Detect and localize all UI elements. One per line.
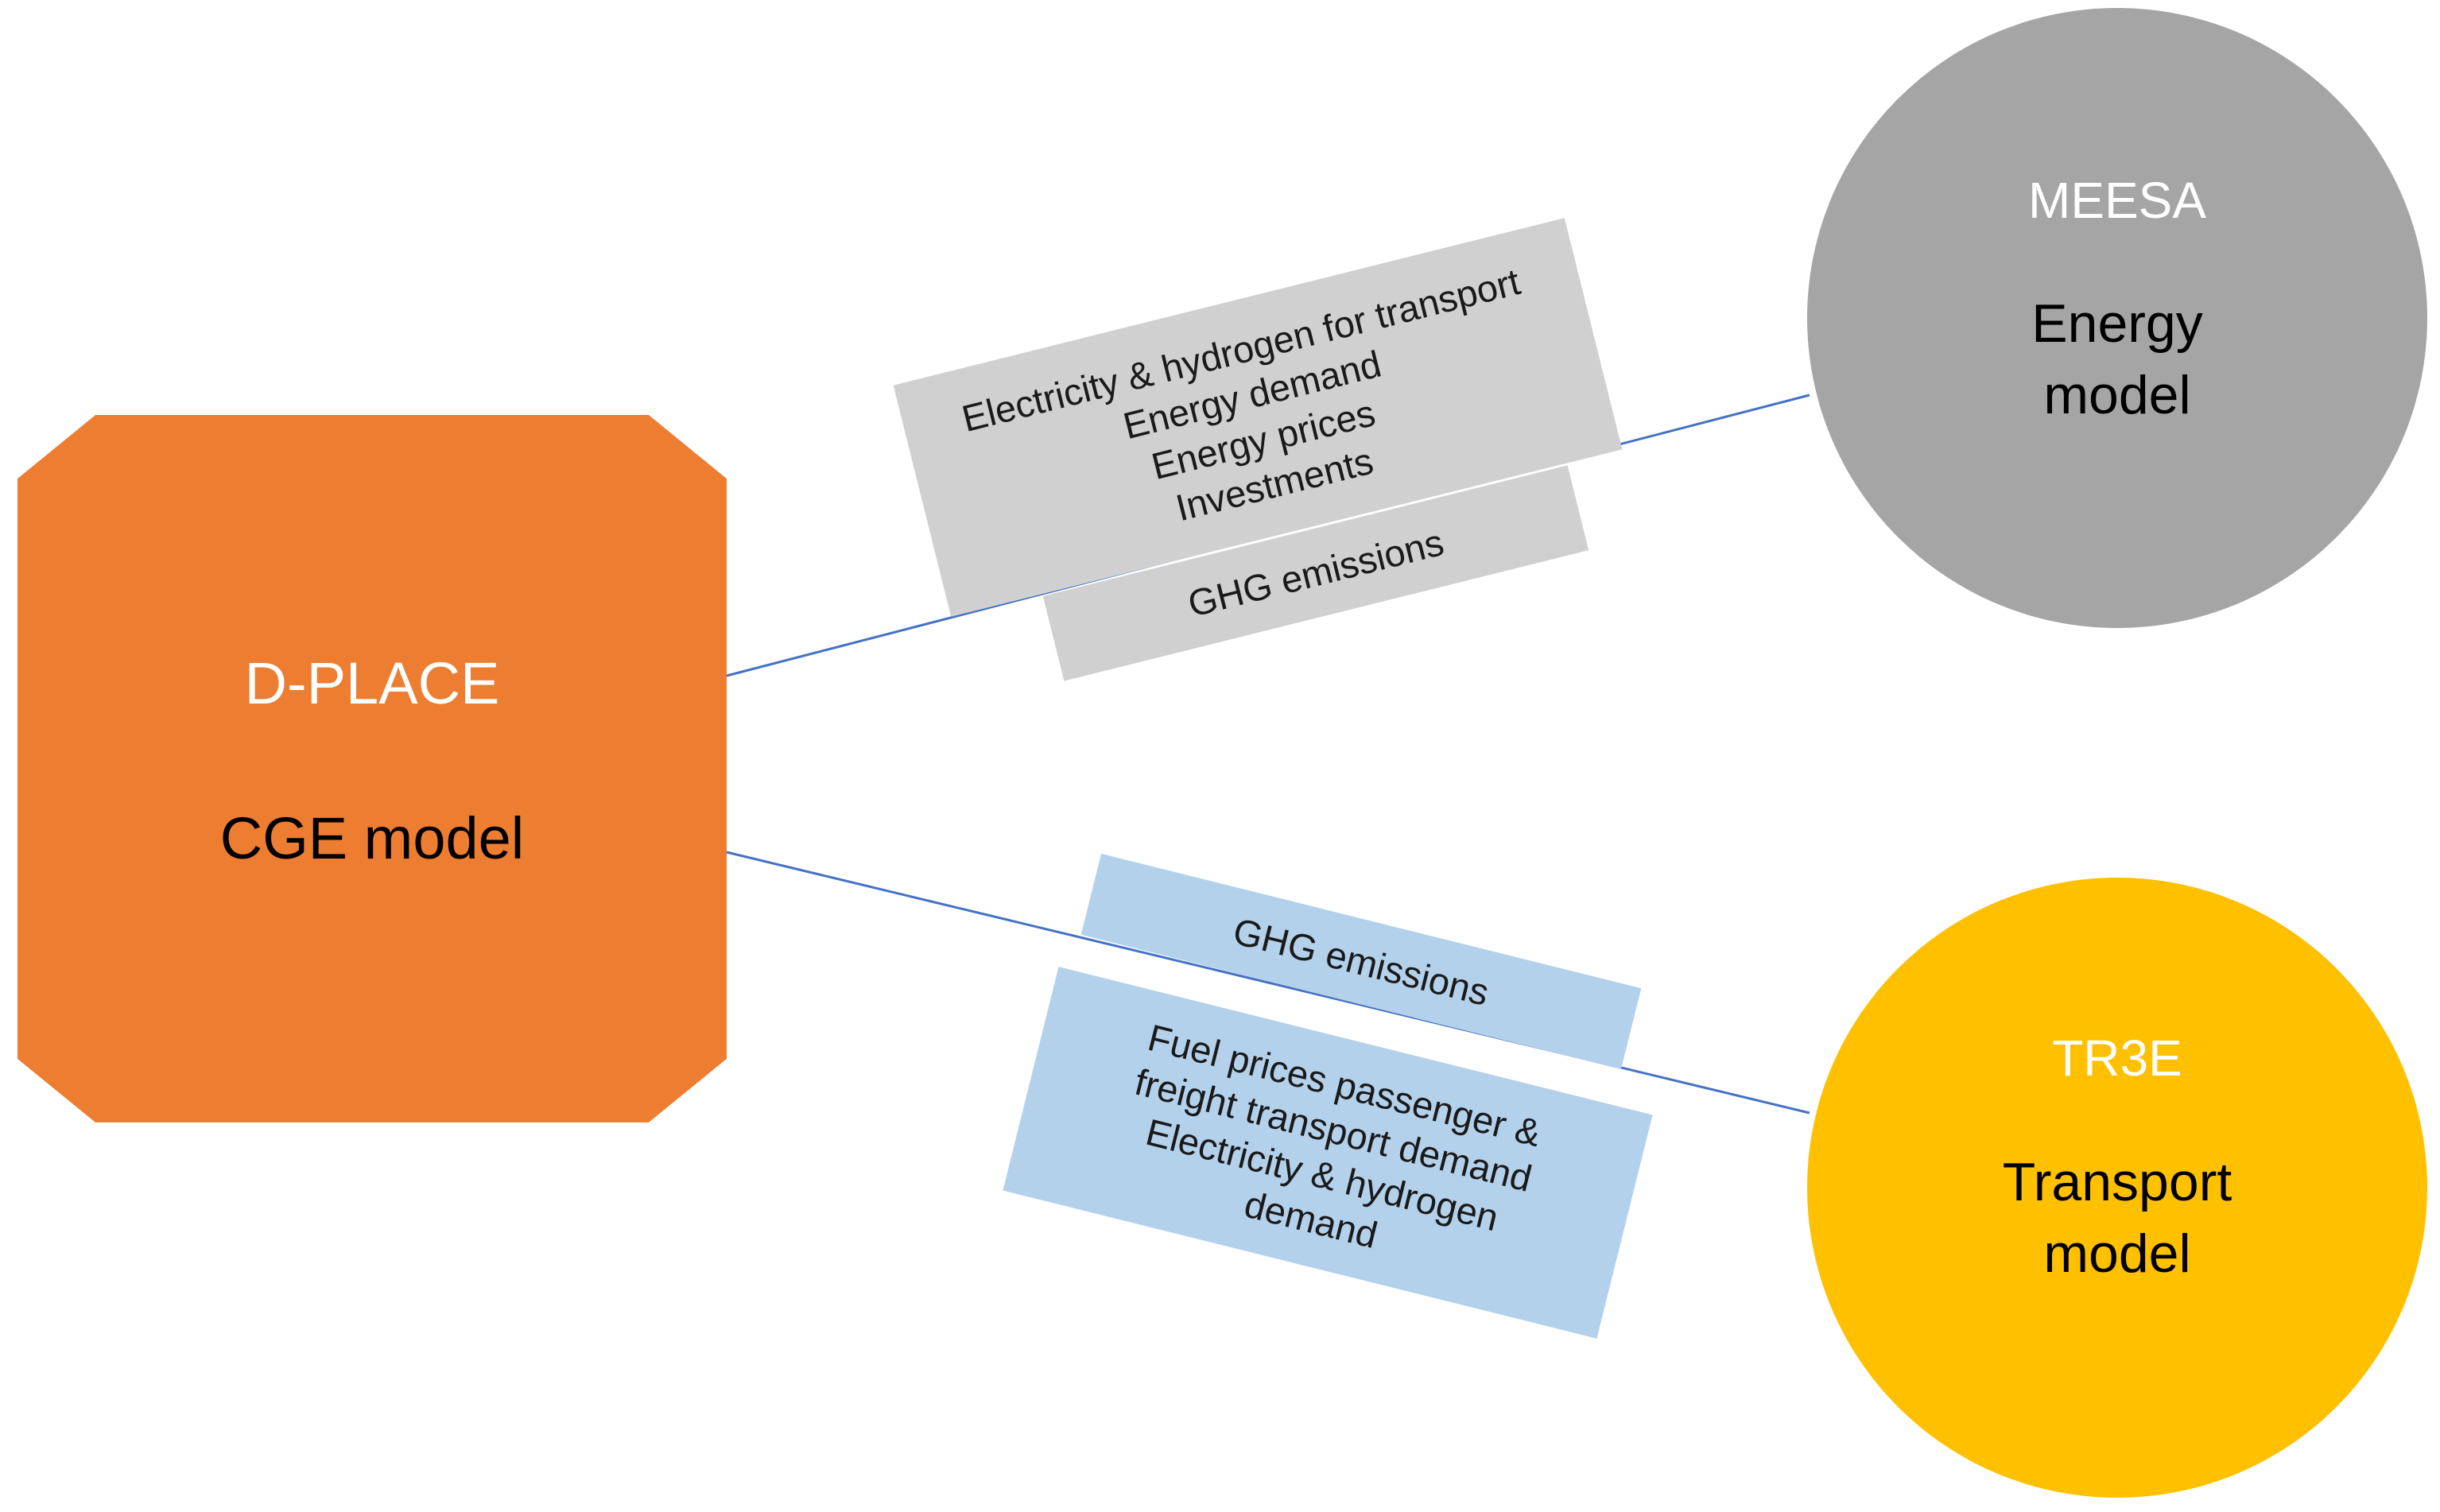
transport-model-node: TR3E Transport model	[1807, 878, 2427, 1498]
transport-model-type-line: model	[2043, 1223, 2191, 1284]
cge-model-name: D-PLACE	[244, 650, 500, 716]
cge-transport-connector	[726, 851, 1810, 1115]
transport-model-type: Transport model	[1807, 1146, 2427, 1289]
energy-model-type-line: model	[2043, 365, 2191, 425]
energy-model-type: Energy model	[1807, 288, 2427, 431]
cge-model-node: D-PLACE CGE model	[17, 415, 727, 1122]
energy-model-node: MEESA Energy model	[1807, 8, 2427, 628]
energy-model-type-line: Energy	[2031, 293, 2203, 354]
energy-model-name: MEESA	[2027, 172, 2207, 229]
transport-model-name: TR3E	[2052, 1029, 2182, 1087]
transport-model-type-line: Transport	[2002, 1152, 2232, 1212]
cge-model-type: CGE model	[219, 805, 525, 871]
